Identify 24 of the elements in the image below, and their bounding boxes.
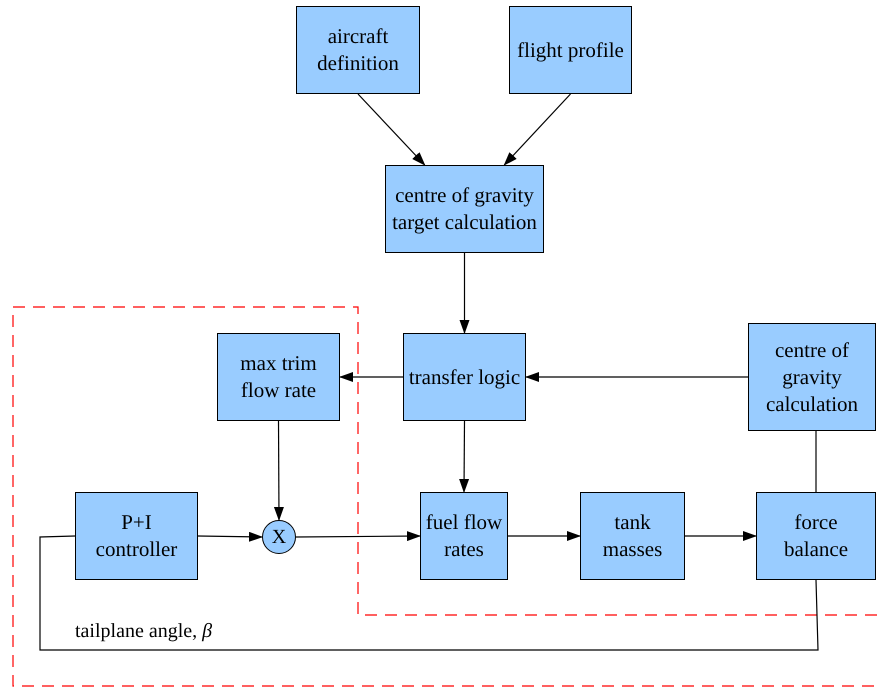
arrow — [459, 421, 470, 493]
arrow — [460, 253, 470, 334]
arrow — [274, 421, 284, 521]
arrow — [504, 94, 571, 166]
connector-line — [39, 535, 819, 651]
arrow — [525, 372, 748, 382]
connector-line — [815, 431, 817, 492]
process-box: centre of gravity target calculation — [385, 165, 544, 253]
process-box: fuel flow rates — [420, 492, 508, 580]
process-box: tank masses — [580, 492, 685, 580]
arrow — [296, 531, 421, 542]
process-box: P+I controller — [75, 492, 198, 580]
arrow — [508, 531, 581, 541]
arrow — [339, 372, 403, 382]
arrow — [685, 531, 757, 541]
signal-label: tailplane angle, β — [75, 619, 212, 644]
process-box: force balance — [756, 492, 876, 580]
arrow — [358, 94, 426, 166]
process-box: transfer logic — [403, 333, 526, 421]
process-box: aircraft definition — [296, 6, 420, 94]
process-box: flight profile — [509, 6, 632, 94]
process-box: centre of gravity calculation — [748, 323, 876, 431]
process-box: max trim flow rate — [217, 333, 340, 421]
arrow — [198, 532, 263, 542]
